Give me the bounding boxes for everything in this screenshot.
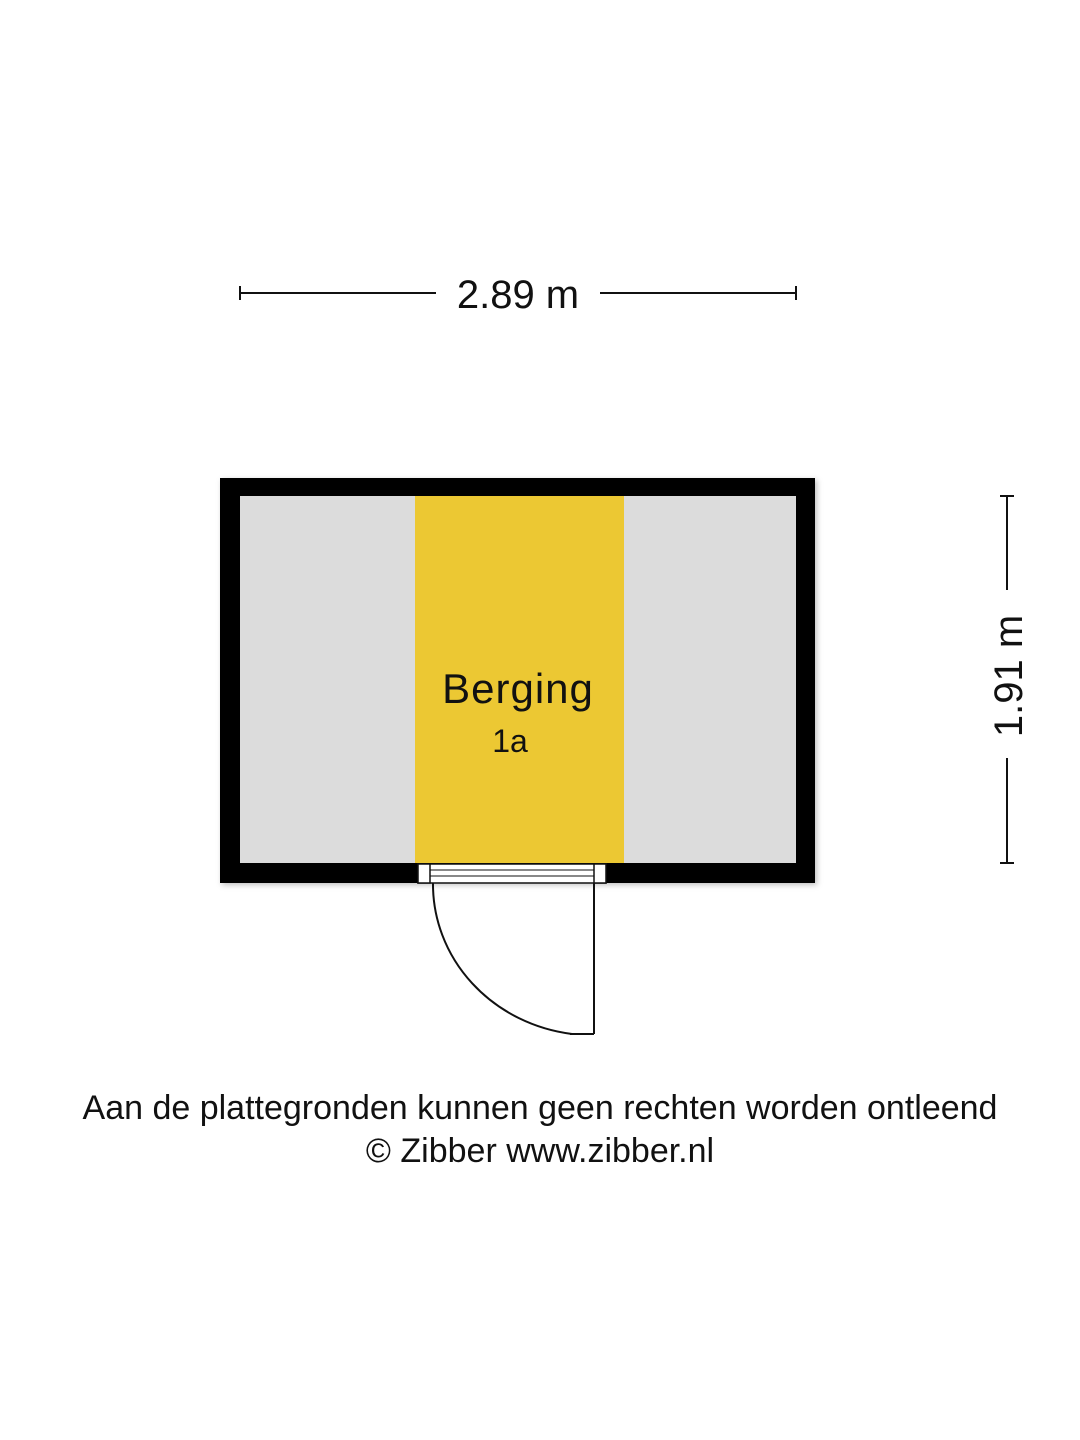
room-name: Berging — [442, 665, 594, 712]
room-code: 1a — [492, 723, 528, 759]
width-dimension-label: 2.89 m — [457, 273, 579, 317]
room-storage: Berging 1a — [220, 478, 815, 883]
door-opening — [417, 863, 607, 884]
door-jamb-right — [593, 863, 607, 884]
door — [417, 863, 607, 1035]
height-dimension-label: 1.91 m — [987, 615, 1031, 737]
door-jamb-left — [417, 863, 431, 884]
room-highlight — [415, 496, 624, 863]
disclaimer-line-1: Aan de plattegronden kunnen geen rechten… — [82, 1089, 998, 1127]
door-swing-arc — [431, 882, 573, 1035]
disclaimer-line-2: © Zibber www.zibber.nl — [365, 1132, 715, 1170]
width-dimension: 2.89 m — [239, 273, 797, 317]
height-dimension: 1.91 m — [987, 495, 1031, 864]
